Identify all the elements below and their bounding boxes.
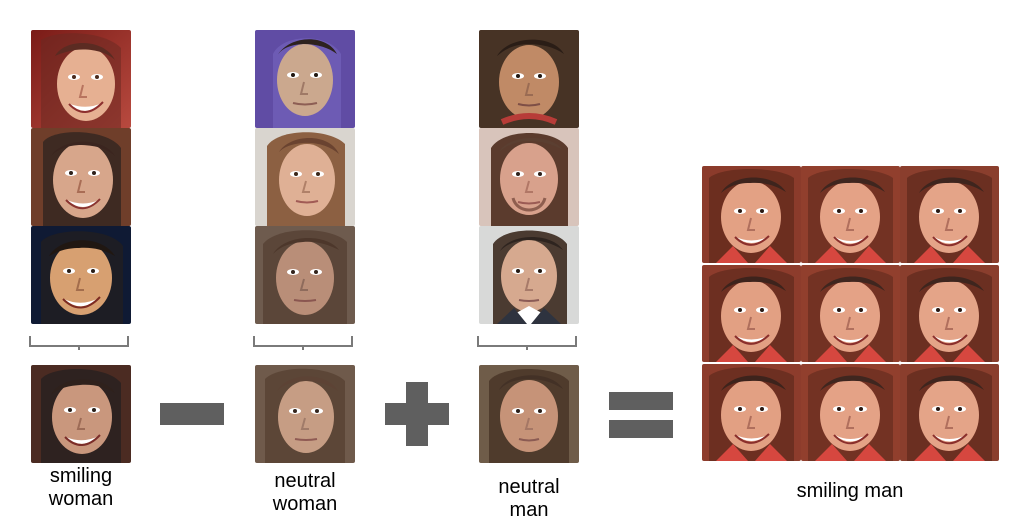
neutral-man-face-1: [479, 30, 579, 128]
smiling-man-result-6: [900, 265, 999, 362]
plus-operator-vertical: [406, 382, 428, 446]
smiling-woman-face-1: [31, 30, 131, 128]
neutral-woman-face-2: [255, 128, 355, 226]
smiling-man-result-7: [702, 364, 801, 461]
smiling-man-result-8: [801, 364, 900, 461]
minus-operator: [160, 403, 224, 425]
smiling-woman-average-face: [31, 365, 131, 463]
neutral-man-brace: [477, 336, 577, 350]
neutral-man-face-2: [479, 128, 579, 226]
neutral-woman-face-1: [255, 30, 355, 128]
smiling-man-label: smiling man: [796, 480, 904, 502]
smiling-woman-brace: [29, 336, 129, 350]
smiling-woman-face-2: [31, 128, 131, 226]
smiling-man-result-9: [900, 364, 999, 461]
smiling-man-result-3: [900, 166, 999, 263]
smiling-woman-label: smiling woman: [48, 465, 114, 510]
smiling-man-result-5: [801, 265, 900, 362]
equals-operator-bottom: [609, 420, 673, 438]
neutral-woman-brace: [253, 336, 353, 350]
smiling-man-result-grid: [702, 166, 999, 463]
smiling-man-result-2: [801, 166, 900, 263]
neutral-woman-average-face: [255, 365, 355, 463]
neutral-man-label: neutral man: [498, 476, 560, 521]
neutral-man-face-3: [479, 226, 579, 324]
neutral-woman-face-3: [255, 226, 355, 324]
smiling-man-result-4: [702, 265, 801, 362]
neutral-woman-label: neutral woman: [272, 470, 338, 515]
smiling-man-result-1: [702, 166, 801, 263]
neutral-man-average-face: [479, 365, 579, 463]
smiling-woman-face-3: [31, 226, 131, 324]
equals-operator-top: [609, 392, 673, 410]
